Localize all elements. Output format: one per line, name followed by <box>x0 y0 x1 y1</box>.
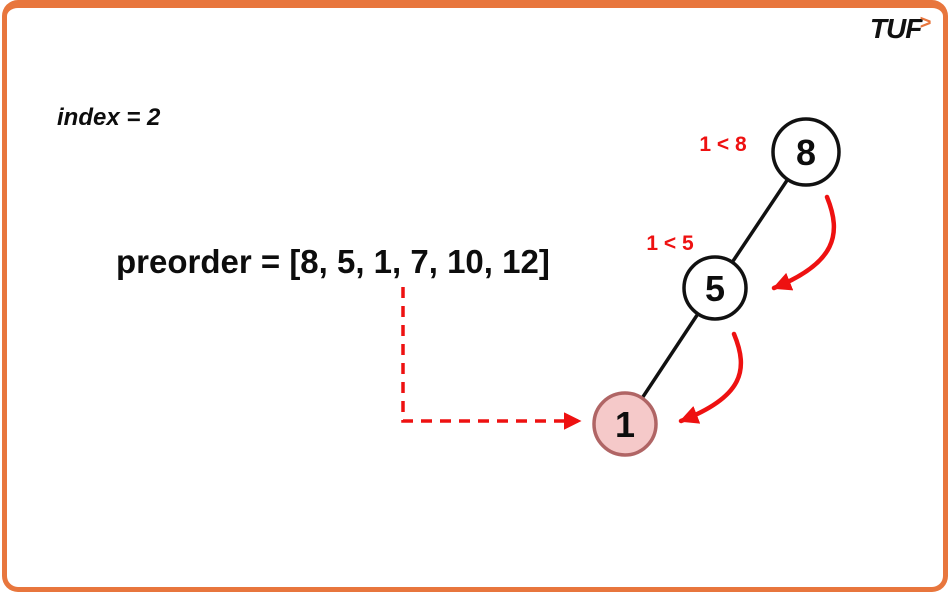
array-to-node-pointer-arrow <box>401 287 582 430</box>
index-label: index = 2 <box>57 104 161 131</box>
node-8-circle <box>771 117 841 187</box>
preorder-array-label: preorder = [8, 5, 1, 7, 10, 12] <box>116 243 550 280</box>
traversal-arrow-8-to-5 <box>771 194 837 291</box>
chevron-icon: > <box>919 12 931 34</box>
node-1-circle-highlighted <box>592 391 658 457</box>
comparison-label-1-lt-8: 1 < 8 <box>699 133 747 156</box>
node-8-value: 8 <box>796 132 816 173</box>
node-5-value: 5 <box>705 268 725 309</box>
node-5-circle <box>682 255 748 321</box>
tuf-logo-text: TUF <box>869 13 922 44</box>
traversal-arrow-5-to-1 <box>678 331 744 424</box>
node-1-value: 1 <box>615 404 635 445</box>
tuf-logo: TUF> <box>869 12 932 45</box>
comparison-label-1-lt-5: 1 < 5 <box>646 232 694 255</box>
